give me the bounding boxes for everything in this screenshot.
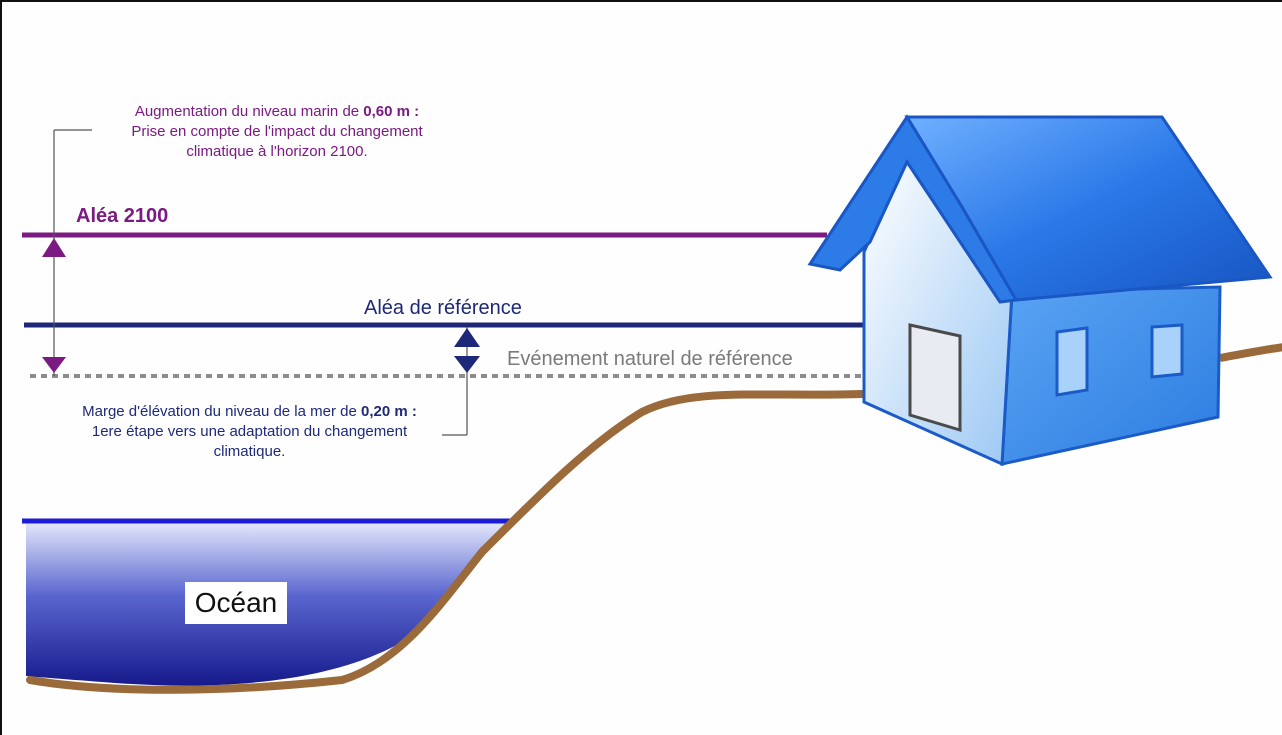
annotation-0-60m: Augmentation du niveau marin de 0,60 m :…	[82, 102, 472, 162]
annotation-0-20m: Marge d'élévation du niveau de la mer de…	[22, 402, 477, 462]
arrow-up-2100	[42, 238, 66, 257]
ocean-label: Océan	[185, 582, 287, 624]
annotation-0-20m-line2: 1ere étape vers une adaptation du change…	[91, 423, 408, 440]
alea-reference-label: Aléa de référence	[364, 297, 522, 319]
annotation-0-60m-value: 0,60 m :	[363, 103, 420, 120]
ground-line	[26, 390, 866, 694]
annotation-0-20m-prefix: Marge d'élévation du niveau de la mer de	[82, 403, 361, 420]
evenement-reference-label: Evénement naturel de référence	[507, 348, 793, 370]
arrow-up-reference	[454, 328, 480, 347]
arrow-down-evenement-2	[454, 356, 480, 373]
annotation-0-60m-line2: Prise en compte de l'impact du changemen…	[131, 123, 423, 140]
annotation-0-60m-prefix: Augmentation du niveau marin de	[134, 103, 364, 120]
annotation-0-60m-line3: climatique à l'horizon 2100.	[186, 143, 368, 160]
house-icon	[807, 114, 1273, 467]
annotation-0-20m-line3: climatique.	[213, 443, 286, 460]
annotation-0-20m-value: 0,20 m :	[361, 403, 417, 420]
alea-2100-label: Aléa 2100	[76, 205, 169, 227]
ground-line-right	[1219, 343, 1282, 362]
arrow-down-evenement	[42, 357, 66, 373]
